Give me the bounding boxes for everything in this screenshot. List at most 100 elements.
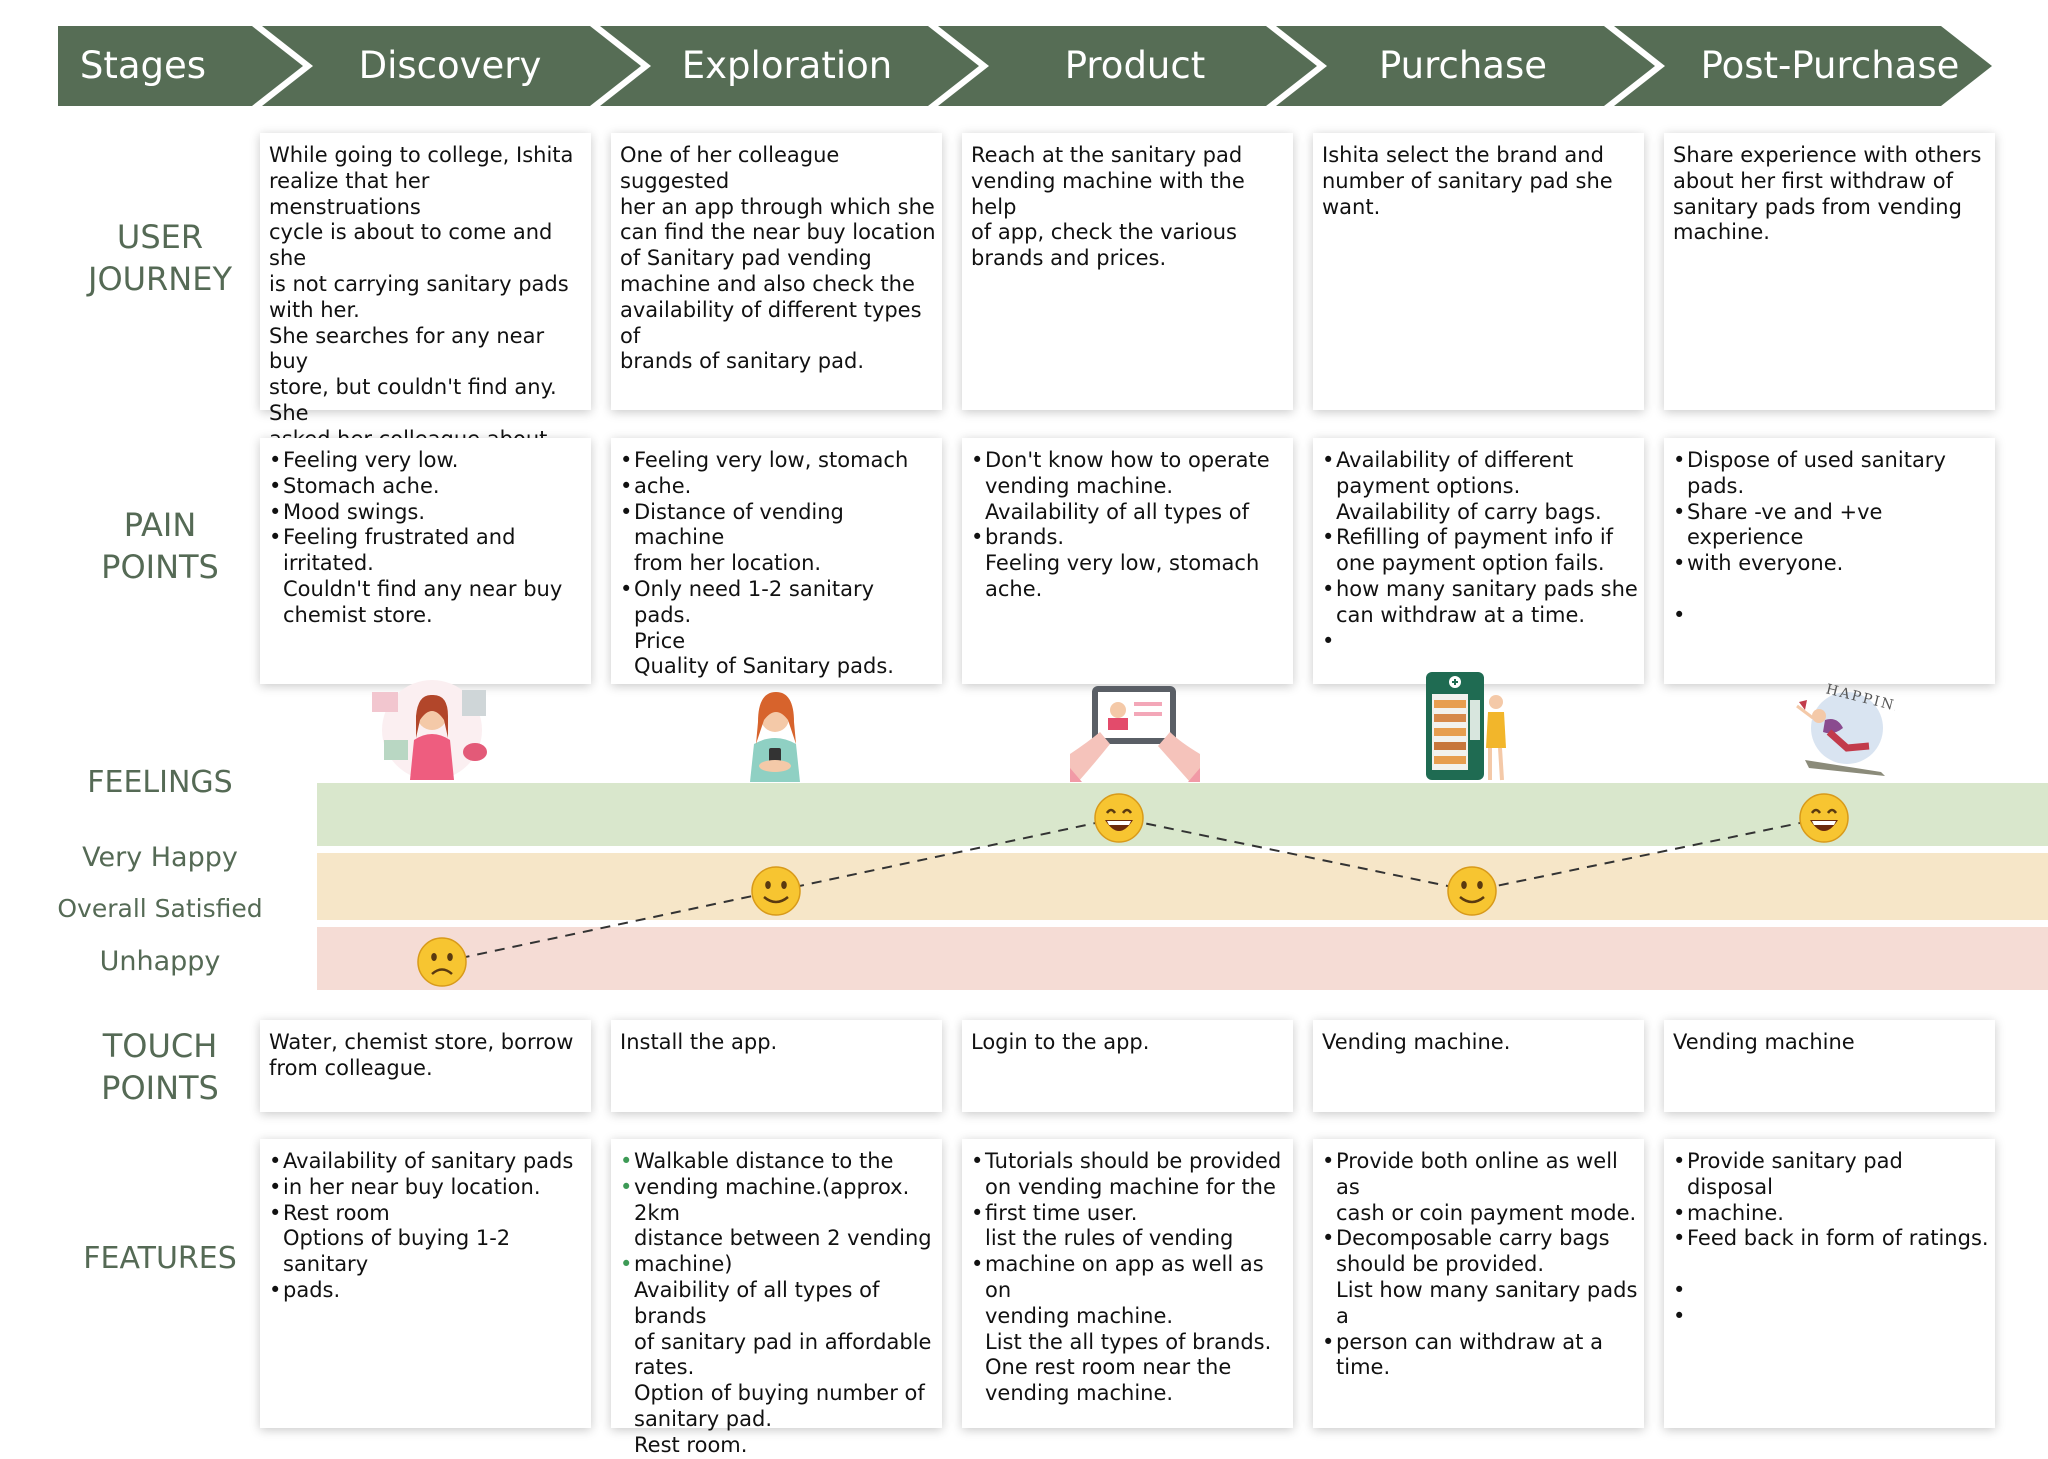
- card-text-line: from colleague.: [269, 1055, 433, 1080]
- row-label-user-journey: USER JOURNEY: [88, 218, 232, 298]
- illustration-woman-with-phone: [750, 692, 800, 782]
- card-text-line: Vending machine: [1673, 1030, 1855, 1054]
- card-text-line: availability of different types of: [620, 297, 922, 348]
- bullet-item: pads.: [269, 1278, 585, 1304]
- card-text-line: brands and prices.: [971, 246, 1167, 271]
- bullet-item: Feed back in form of ratings.: [1673, 1226, 1989, 1252]
- bullet-item: [1673, 603, 1989, 629]
- card-text-line: number of sanitary pad she: [1322, 168, 1613, 193]
- stage-discovery-label: Discovery: [358, 44, 542, 87]
- touch-point-card-purchase: Vending machine.: [1313, 1020, 1644, 1112]
- stage-arrow-discovery: [262, 26, 641, 106]
- feeling-level-unhappy: Unhappy: [99, 946, 221, 977]
- card-text-line: Reach at the sanitary pad: [971, 143, 1243, 167]
- stages-header-label: Stages: [79, 44, 207, 87]
- card-text-line: of app, check the various: [971, 220, 1237, 245]
- band-overall-satisfied: [317, 853, 2048, 920]
- card-text-line: realize that her menstruations: [269, 168, 430, 219]
- illustration-hands-with-tablet: [1070, 686, 1200, 782]
- features-card-discovery: Availability of sanitary padsin her near…: [260, 1139, 591, 1428]
- bullet-item: chemist store.: [283, 602, 433, 627]
- card-text-line: brands of sanitary pad.: [620, 349, 865, 374]
- bullet-item: Rest room.: [634, 1432, 748, 1457]
- bullet-item: how many sanitary pads she: [1322, 577, 1638, 603]
- card-text-line: Install the app.: [620, 1030, 778, 1054]
- bullet-item: Feeling very low, stomach: [620, 448, 936, 474]
- row-label-feelings: FEELINGS: [87, 765, 233, 800]
- bullet-item: distance between 2 vending: [634, 1226, 932, 1251]
- stage-purchase-label: Purchase: [1378, 44, 1548, 87]
- bullet-item: vending machine.(approx. 2km: [620, 1175, 936, 1227]
- bullet-item: Share -ve and +ve experience: [1673, 500, 1989, 552]
- bullet-item: Decomposable carry bags: [1322, 1226, 1638, 1252]
- stage-exploration-label: Exploration: [681, 44, 893, 87]
- card-text-line: with her.: [269, 297, 360, 322]
- bullet-item: person can withdraw at a: [1322, 1330, 1638, 1356]
- bullet-item: [1673, 1304, 1989, 1330]
- illustration-woman-with-period-items: [372, 680, 487, 780]
- bullet-item: machine.: [1673, 1201, 1989, 1227]
- illustration-sanitary-pad-vending-machine: [1426, 672, 1506, 781]
- card-text-line: machine and also check the: [620, 271, 915, 296]
- bullet-item: Walkable distance to the: [620, 1149, 936, 1175]
- bullet-item: Provide both online as well as: [1322, 1149, 1638, 1201]
- bullet-item: Availability of carry bags.: [1336, 499, 1602, 524]
- card-text-line: She searches for any near buy: [269, 323, 545, 374]
- bullet-item: Quality of Sanitary pads.: [634, 654, 894, 679]
- feeling-level-overall-satisfied: Overall Satisfied: [57, 894, 263, 923]
- bullet-item: vending machine.: [985, 1303, 1174, 1328]
- bullet-item: machine): [620, 1252, 936, 1278]
- stage-product-selection-label: Product Selection: [1050, 44, 1221, 167]
- bullet-item: in her near buy location.: [269, 1175, 585, 1201]
- card-text-line: Login to the app.: [971, 1030, 1150, 1054]
- bullet-item: ache.: [985, 576, 1043, 601]
- illustration-happy-woman-dancing: HAPPINESS: [1796, 681, 1895, 776]
- bullet-item: on vending machine for the: [985, 1174, 1276, 1199]
- card-text-line: about her first withdraw of: [1673, 168, 1953, 193]
- bullet-item: Only need 1-2 sanitary pads.: [620, 577, 936, 629]
- bullet-item: rates.: [634, 1355, 695, 1380]
- features-card-post-purchase: Provide sanitary pad disposalmachine.Fee…: [1664, 1139, 1995, 1428]
- bullet-item: payment options.: [1336, 473, 1521, 498]
- bullet-item: can withdraw at a time.: [1336, 602, 1586, 627]
- bullet-item: Mood swings.: [269, 500, 585, 526]
- card-text-line: Share experience with others: [1673, 143, 1982, 167]
- bullet-item: machine on app as well as on: [971, 1252, 1287, 1304]
- card-text-line: of Sanitary pad vending: [620, 246, 872, 271]
- card-text-line: Vending machine.: [1322, 1030, 1511, 1054]
- card-text-line: While going to college, Ishita: [269, 143, 574, 167]
- bullet-item: Availability of sanitary pads: [269, 1149, 585, 1175]
- row-label-pain-points: PAIN POINTS: [101, 506, 219, 586]
- bullet-list: Dispose of used sanitary pads.Share -ve …: [1673, 448, 1989, 629]
- bullet-item: brands.: [971, 525, 1287, 551]
- bullet-item: Feeling frustrated and: [269, 525, 585, 551]
- bullet-item: Avaibility of all types of brands: [634, 1277, 880, 1328]
- feeling-level-very-happy: Very Happy: [82, 842, 238, 873]
- card-text-line: want.: [1322, 194, 1381, 219]
- bullet-list: Availability of sanitary padsin her near…: [269, 1149, 585, 1304]
- card-text-line: her an app through which she: [620, 194, 935, 219]
- band-very-happy: [317, 783, 2048, 846]
- stage-arrow-post-purchase: [1614, 26, 1992, 106]
- bullet-item: from her location.: [634, 551, 822, 576]
- bullet-item: Availability of all types of: [985, 499, 1250, 524]
- bullet-item: irritated.: [283, 551, 374, 576]
- stage-arrow-purchase: [1276, 26, 1655, 106]
- bullet-item: Options of buying 1-2 sanitary: [283, 1226, 511, 1277]
- bullet-item: Distance of vending machine: [620, 500, 936, 552]
- touch-point-card-exploration: Install the app.: [611, 1020, 942, 1112]
- bullet-item: Tutorials should be provided: [971, 1149, 1287, 1175]
- bullet-item: with everyone.: [1673, 551, 1989, 577]
